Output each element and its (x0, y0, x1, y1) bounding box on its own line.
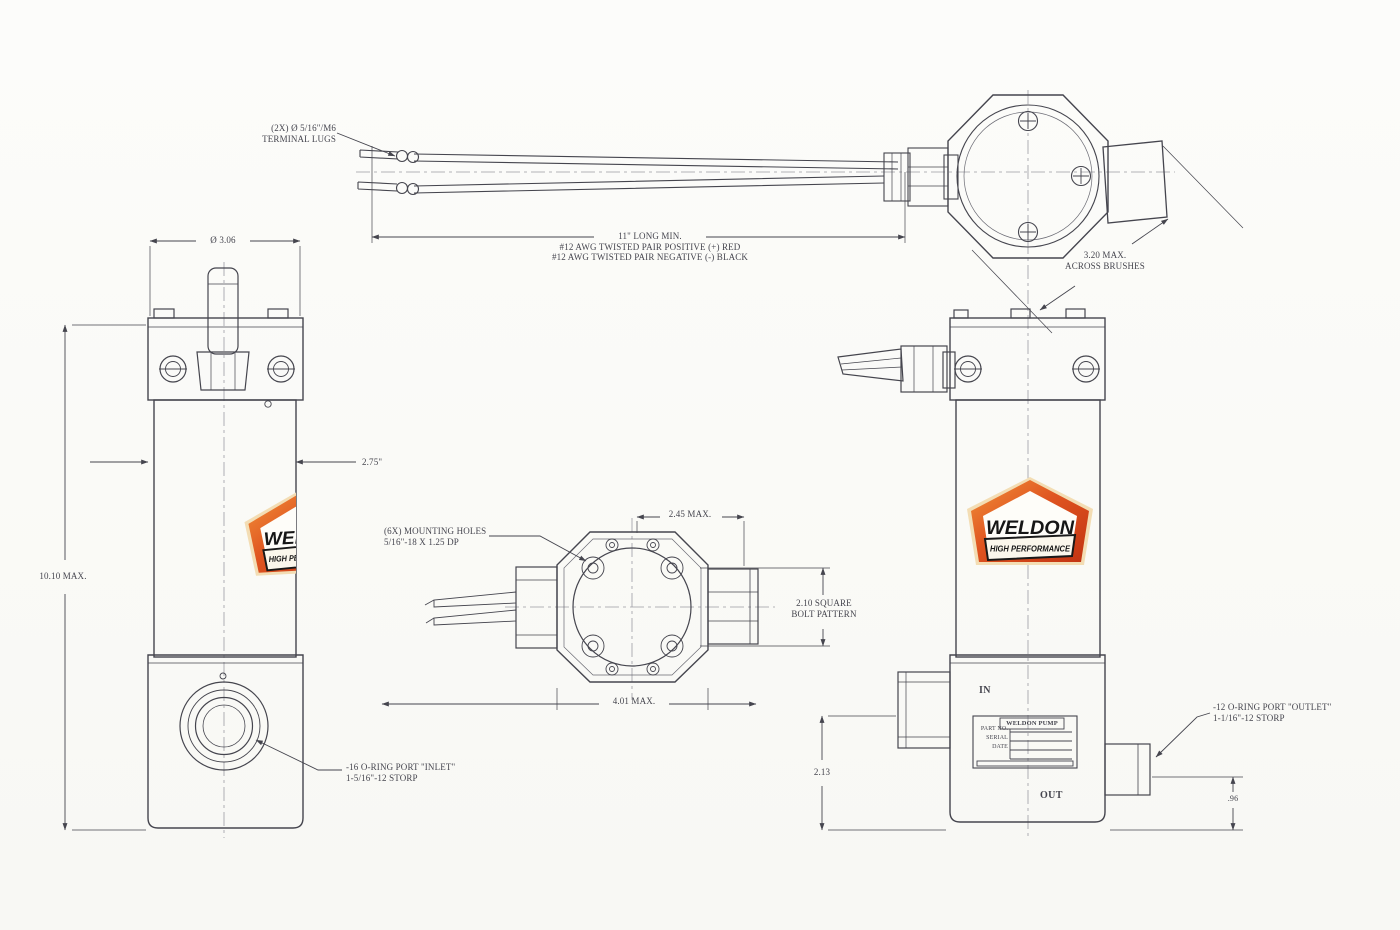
diameter-dim-label: Ø 3.06 (210, 235, 236, 245)
side-view-dimensions (819, 715, 1243, 831)
strain-relief-fitting (883, 147, 959, 207)
outlet-hex-fitting (707, 568, 759, 645)
weldon-logo-badge: WELDON HIGH PERFORMANCE (967, 477, 1093, 565)
bottom-port-housing (147, 654, 304, 829)
bottom-housing-side (897, 654, 1151, 823)
gland-hex-nut (900, 345, 956, 393)
wire-stub-leads (424, 566, 558, 649)
flange-width-dimension (381, 688, 757, 710)
mounting-holes-note: (6X) MOUNTING HOLES 5/16"-18 X 1.25 DP (384, 526, 486, 547)
nameplate (972, 715, 1078, 769)
terminal-lugs-note-line2: TERMINAL LUGS (262, 133, 336, 144)
logo-brand-text: WELDON (986, 518, 1075, 539)
diameter-dimension (149, 238, 301, 316)
inlet-port-note: -16 O-RING PORT "INLET" 1-5/16"-12 STORP (346, 762, 455, 783)
nameplate-serial: SERIAL (986, 735, 1008, 741)
outlet-height-dim-label: .96 (1227, 794, 1239, 803)
weldon-logo-front-view: WELDON HIGH PERFORMANCE (243, 487, 296, 579)
inlet-height-dim-label: 2.13 (813, 767, 831, 777)
wire-leads (357, 149, 899, 196)
overall-height-dim-label: 10.10 MAX. (39, 571, 87, 581)
front-view-dimensions (62, 238, 356, 831)
in-port-label: IN (979, 685, 991, 696)
across-brushes-line1: 3.20 MAX. (1083, 250, 1127, 260)
top-view-wire-assembly (357, 94, 1168, 259)
outlet-leader (1155, 712, 1211, 758)
wire-length-note: 11" LONG MIN. #12 AWG TWISTED PAIR POSIT… (500, 231, 800, 263)
mounting-holes (581, 538, 684, 676)
bottom-view-flange (424, 531, 759, 683)
bolt-pattern-dimension (700, 567, 830, 647)
outlet-height-dimension (1110, 776, 1243, 831)
weldon-logo-side-view: WELDON HIGH PERFORMANCE (965, 476, 1095, 568)
front-view-pump (147, 267, 304, 829)
inlet-standpipe (196, 267, 250, 391)
mounting-holes-leader (489, 535, 587, 562)
logo-banner (262, 540, 296, 572)
body-width-dim-label: 2.75" (362, 457, 383, 467)
top-cap-housing-side (949, 308, 1106, 401)
outlet-port-note: -12 O-RING PORT "OUTLET" 1-1/16"-12 STOR… (1213, 702, 1331, 723)
outlet-port-note-line1: -12 O-RING PORT "OUTLET" (1213, 702, 1332, 712)
bolt-pattern-line2: BOLT PATTERN (791, 608, 857, 619)
pump-body-cylinder (153, 399, 297, 658)
nameplate-title: WELDON PUMP (1006, 720, 1058, 727)
cap-width-dimension (636, 514, 745, 566)
bolt-pattern-label: 2.10 SQUARE BOLT PATTERN (776, 598, 872, 619)
wire-length-note-line2: #12 AWG TWISTED PAIR POSITIVE (+) RED (559, 241, 741, 252)
bolt-pattern-line1: 2.10 SQUARE (796, 598, 852, 608)
inlet-port-note-line2: 1-5/16"-12 STORP (346, 772, 418, 783)
across-brushes-dimension (971, 145, 1244, 334)
outlet-port-note-line2: 1-1/16"-12 STORP (1213, 712, 1285, 723)
inlet-leader (255, 739, 342, 771)
terminal-lugs-note-line1: (2X) Ø 5/16"/M6 (271, 123, 336, 133)
cap-width-dim-label: 2.45 MAX. (668, 509, 712, 519)
bottom-view-dimensions (381, 514, 830, 710)
logo-tagline-text: HIGH PERFORMANCE (268, 551, 296, 564)
mounting-holes-note-line2: 5/16"-18 X 1.25 DP (384, 536, 459, 547)
inlet-height-dimension (819, 715, 946, 831)
across-brushes-note: 3.20 MAX. ACROSS BRUSHES (1040, 250, 1170, 271)
out-port-label: OUT (1040, 790, 1063, 801)
nameplate-part-no: PART NO. (980, 726, 1008, 732)
wire-length-note-line3: #12 AWG TWISTED PAIR NEGATIVE (-) BLACK (551, 252, 749, 262)
wire-bundle-stub (837, 348, 904, 382)
weldon-logo-badge-partial: WELDON HIGH PERFORMANCE (244, 488, 296, 576)
wire-length-note-line1: 11" LONG MIN. (618, 231, 682, 241)
across-brushes-line2: ACROSS BRUSHES (1065, 260, 1145, 271)
overall-height-dimension (62, 324, 146, 831)
mounting-holes-note-line1: (6X) MOUNTING HOLES (384, 526, 487, 536)
inlet-port-note-line1: -16 O-RING PORT "INLET" (346, 762, 456, 772)
logo-brand-text: WELDON (263, 524, 296, 549)
inlet-port-face (179, 681, 269, 771)
flange-width-dim-label: 4.01 MAX. (612, 696, 656, 706)
wire-length-dimension (336, 132, 906, 243)
cap-screws (1017, 110, 1092, 243)
logo-tagline-text: HIGH PERFORMANCE (990, 544, 1070, 554)
conduit-connector (1102, 140, 1168, 224)
side-view-pump (837, 308, 1211, 823)
nameplate-date: DATE (992, 744, 1008, 750)
pump-body-cylinder-side (955, 399, 1101, 658)
terminal-lugs-note: (2X) Ø 5/16"/M6 TERMINAL LUGS (228, 123, 336, 144)
logo-banner (983, 533, 1077, 562)
